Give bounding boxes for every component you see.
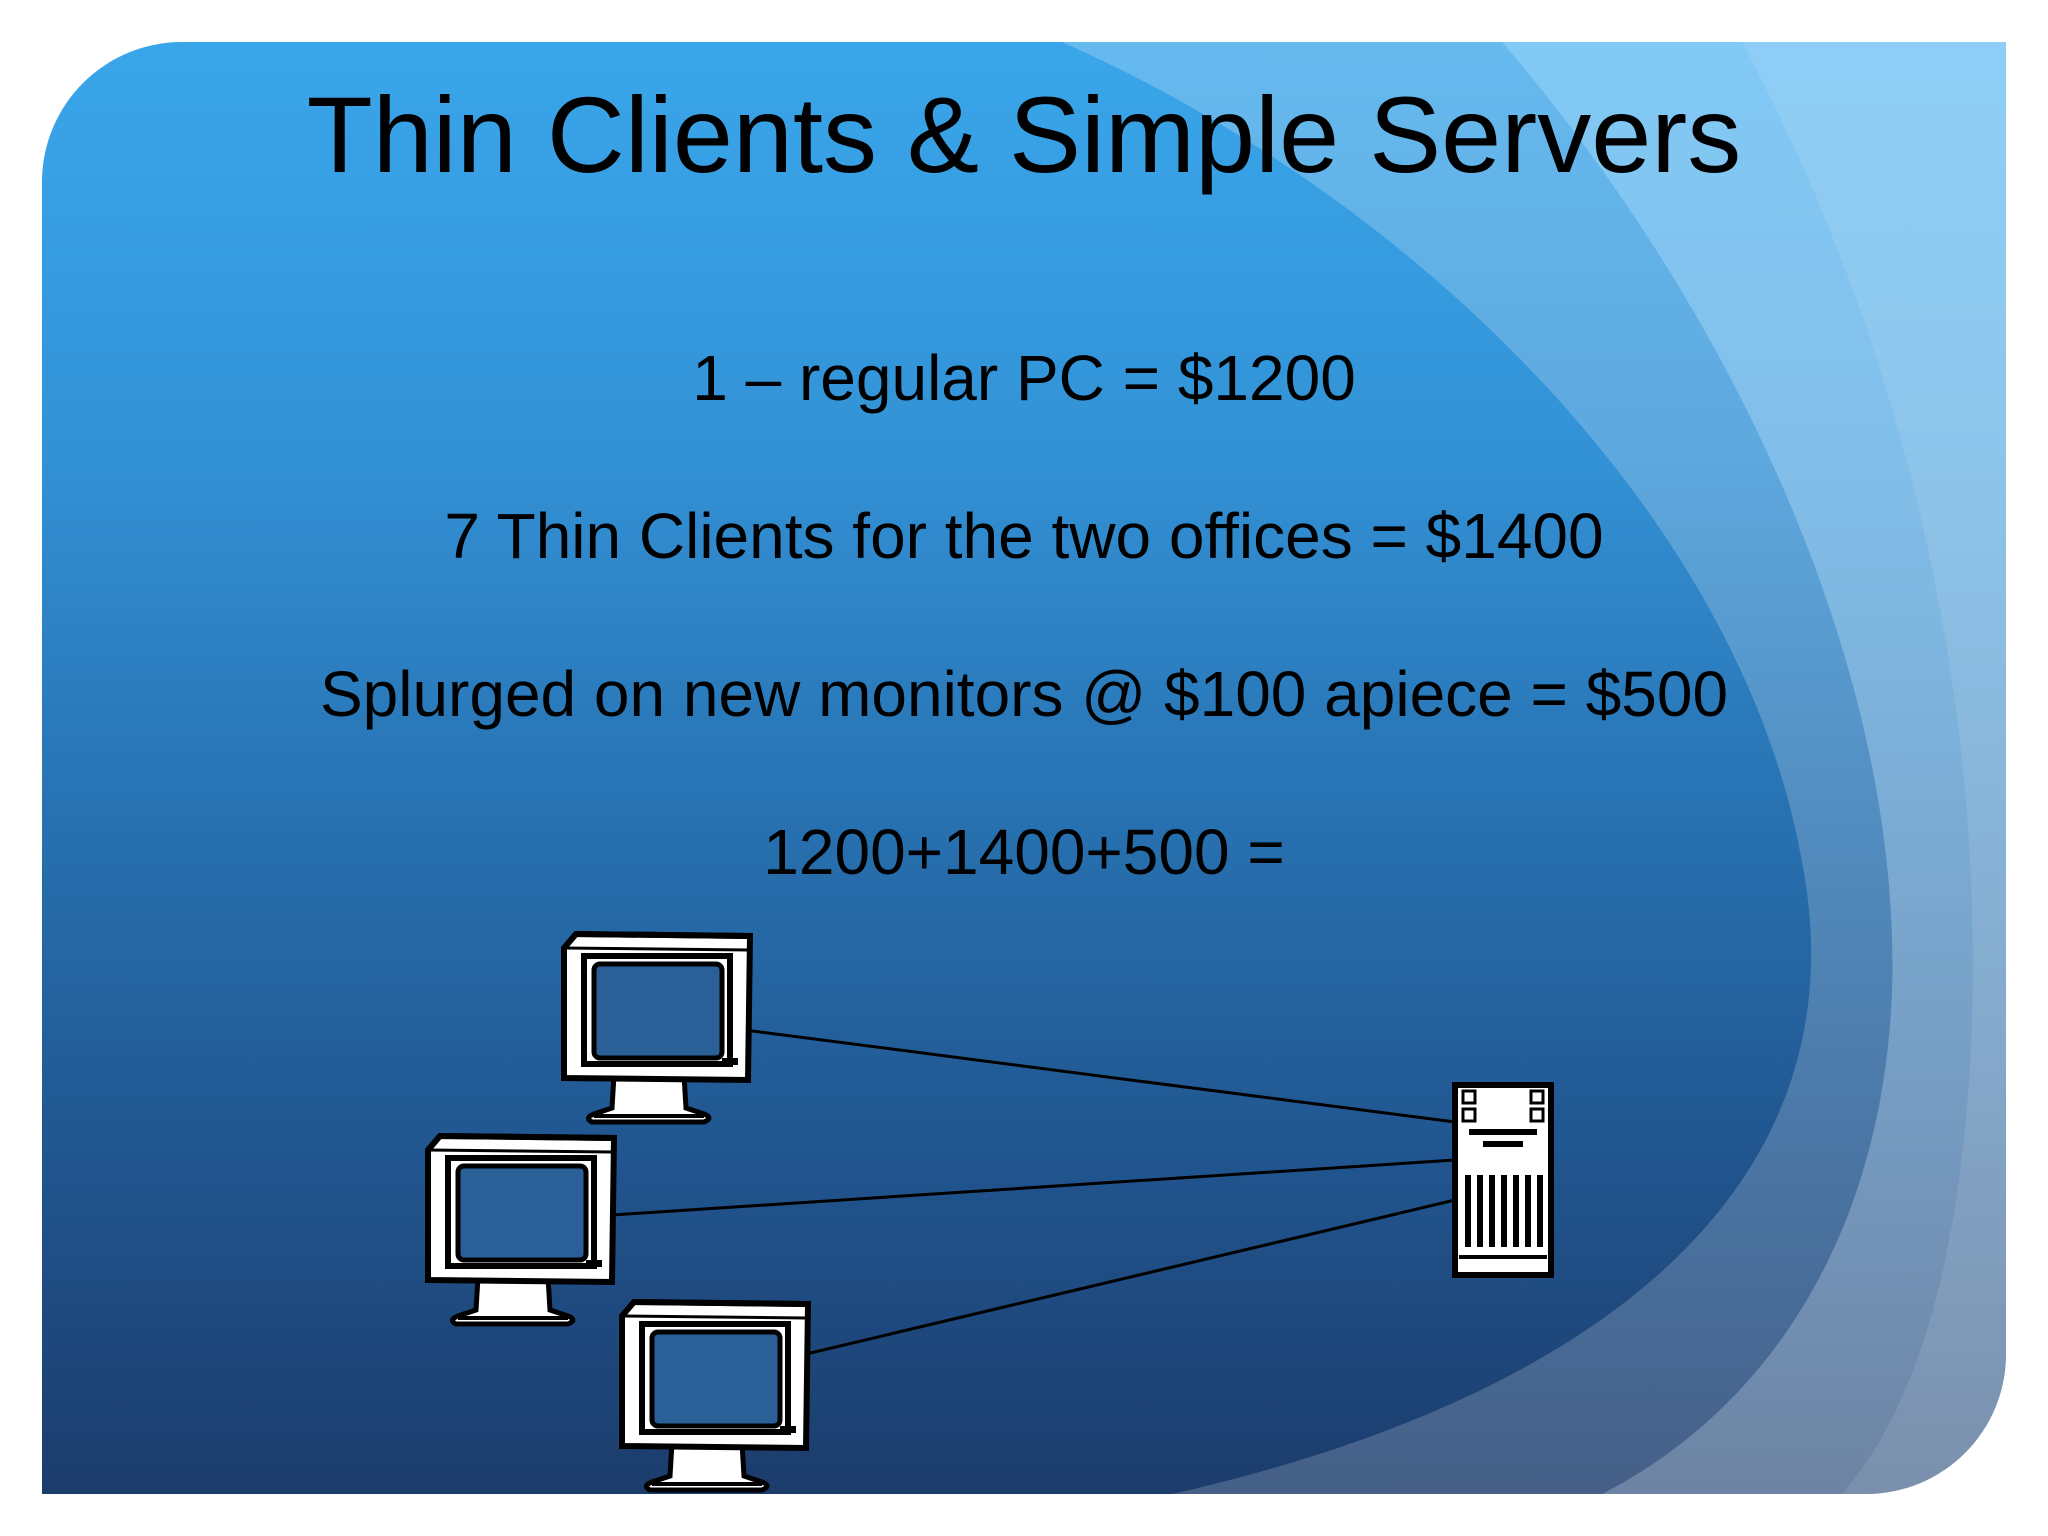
network-diagram — [42, 42, 2006, 1494]
slide: Thin Clients & Simple Servers 1 – regula… — [42, 42, 2006, 1494]
thin-client-monitor-icon — [564, 934, 750, 1122]
link-line-top — [744, 1028, 1456, 1124]
link-line-bottom — [801, 1198, 1456, 1357]
cost-line-total: 1200+1400+500 = — [763, 816, 1285, 888]
thin-client-monitor-icon — [622, 1302, 808, 1490]
cost-line-regular-pc: 1 – regular PC = $1200 — [692, 342, 1356, 414]
link-line-middle — [611, 1158, 1456, 1217]
background-swoosh — [1062, 42, 2006, 1494]
cost-line-thin-clients: 7 Thin Clients for the two offices = $14… — [444, 500, 1604, 572]
slide-title: Thin Clients & Simple Servers — [306, 74, 1742, 195]
cost-line-monitors: Splurged on new monitors @ $100 apiece =… — [319, 658, 1729, 730]
thin-client-monitor-icon — [428, 1136, 614, 1324]
server-tower-icon — [1455, 1085, 1551, 1275]
